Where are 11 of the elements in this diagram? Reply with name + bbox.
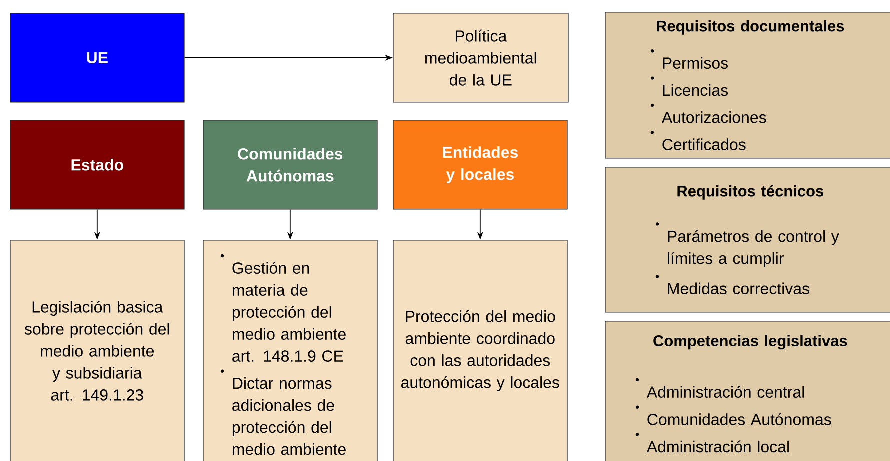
requirements-box: Requisitos técnicos Parámetros de control y límites a cumplir Medidas correctivas [605,167,890,313]
requirements-box: Competencias legislativas Administración central Comunidades Autónomas Administración local [605,321,890,461]
text-box: Gestión en materia de protección del medio ambiente art. 148.1.9 CE Dictar normas adicionales de protección del medio ambiente [203,240,378,461]
entity-box: Estado [10,120,185,210]
entity-box: Entidades y locales [393,120,568,210]
entity-box: Comunidades Autónomas [203,120,378,210]
requirements-box: Requisitos documentales Permisos Licencias Autorizaciones Certificados [605,12,890,159]
policy-box: Política medioambiental de la UE [393,13,569,103]
text-box: Protección del medio ambiente coordinado con las autoridades autonómicas y locales [393,240,568,461]
entity-box: UE [10,13,185,103]
text-box: Legislación basica sobre protección del medio ambiente y subsidiaria art. 149.1.23 [10,240,185,461]
